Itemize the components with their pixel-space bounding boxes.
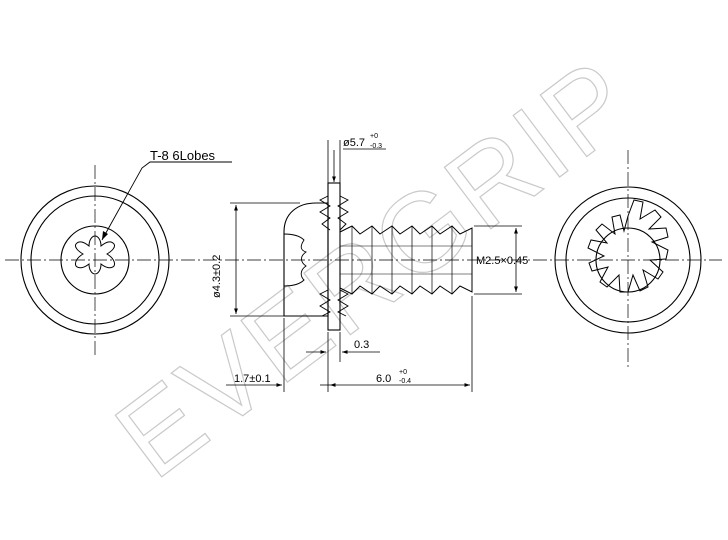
dimension-lines [226,140,522,392]
dim-length-tol-lower: -0.4 [399,378,411,385]
head-recess [283,233,308,287]
head-top-view [20,165,170,355]
torx-recess [75,235,115,275]
dim-thread-label: M2.5×0.45 [476,255,528,267]
callout-arrowhead [102,231,108,240]
callout-leader [101,161,232,241]
head-outer-circle [20,185,170,335]
head-inner-circle [30,195,160,325]
dim-length-label: 6.0 [376,373,391,385]
dim-washer-od-tol-upper: +0 [370,133,378,140]
recess-circle [60,225,130,295]
washer-teeth-bottom [319,289,349,317]
threaded-shank [339,225,473,295]
dim-head-diameter-label: ø4.3±0.2 [211,255,223,298]
washer-outer-circle [554,186,702,334]
washer-teeth-top [319,195,349,231]
watermark-text: EVERGRIP [94,34,657,501]
screw-side-view [283,182,473,331]
washer-front-view [554,150,702,370]
screw-head [283,202,329,317]
watermark: EVERGRIP [93,34,657,503]
washer-ring-circle [565,197,691,323]
callout-drive-label: T-8 6Lobes [150,148,216,163]
dim-head-height-label: 1.7±0.1 [234,373,271,385]
lock-washer [327,182,341,331]
dim-washer-od-tol-lower: -0.3 [370,143,382,150]
dim-washer-od-label: ø5.7 [343,137,365,149]
thread-crests [351,226,453,294]
dim-length-tol-upper: +0 [399,369,407,376]
dim-thickness-label: 0.3 [354,339,369,351]
washer-teeth [587,199,669,293]
